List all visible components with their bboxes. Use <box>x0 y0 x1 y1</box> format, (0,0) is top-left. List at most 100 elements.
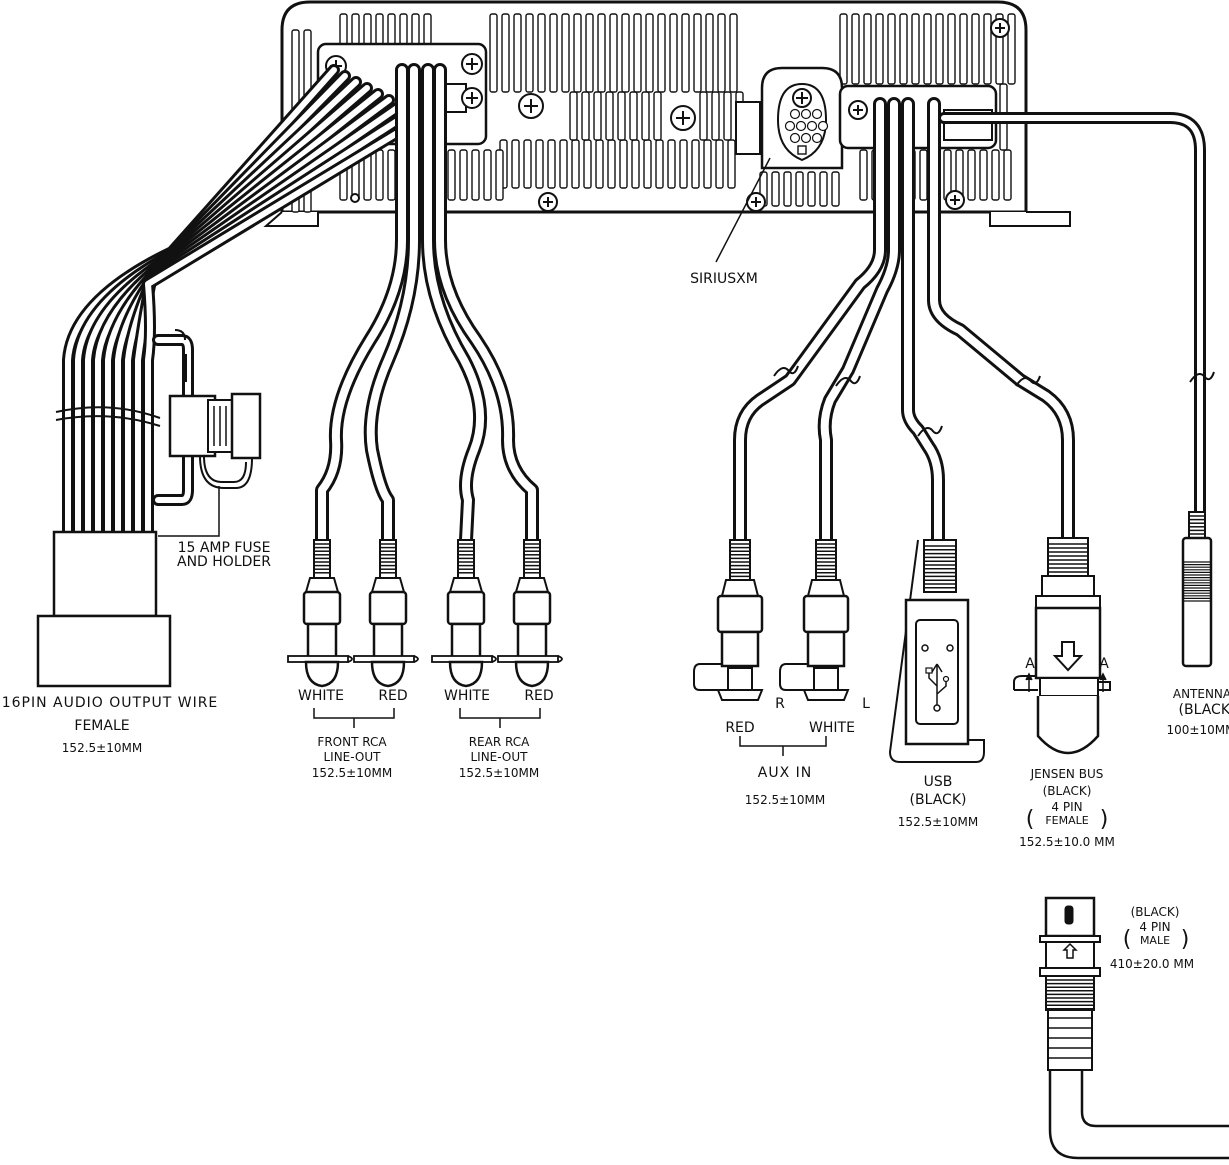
jbus-a-right: A <box>1099 656 1109 672</box>
fuse-wire <box>152 334 194 402</box>
front-rca-title: LINE-OUT <box>323 750 381 764</box>
fin <box>423 13 432 45</box>
rear-rca-bracket <box>459 708 541 728</box>
fin <box>525 13 534 93</box>
fin <box>653 91 662 141</box>
rca-plug-cap-strap <box>413 655 419 663</box>
harness-wire-bundle <box>55 64 428 538</box>
antenna-title: ANTENNA <box>1173 687 1229 701</box>
fin <box>597 13 606 93</box>
rca-plug-body <box>512 590 552 626</box>
break-mark <box>1015 375 1041 387</box>
fuse-wire <box>152 450 194 506</box>
fin <box>807 171 816 207</box>
aux-l-label: L <box>862 696 870 712</box>
harness-label: FEMALE <box>74 718 129 734</box>
screw-icon <box>518 93 544 119</box>
rca-wire <box>424 66 485 544</box>
fin <box>681 13 690 93</box>
fin <box>1007 13 1016 85</box>
fin <box>511 139 520 189</box>
aux-jack-cap <box>802 689 850 701</box>
rca-wire <box>366 66 418 544</box>
aux-in-jacks <box>693 539 850 701</box>
fin <box>693 13 702 93</box>
siriusxm-connector <box>760 66 844 170</box>
fin <box>839 13 848 85</box>
pin <box>811 108 823 120</box>
fin <box>923 13 932 85</box>
aux-jack-barrel <box>720 630 760 668</box>
svg-text:(: ( <box>1123 927 1132 952</box>
fin <box>375 149 384 201</box>
antenna-length: 100±10MM <box>1167 723 1229 737</box>
usb-wire <box>904 100 942 544</box>
fin <box>351 13 360 45</box>
break-mark <box>773 365 799 377</box>
male-length: 410±20.0 MM <box>1110 957 1194 971</box>
fin <box>991 149 1000 201</box>
fin <box>715 139 724 189</box>
fin <box>471 149 480 201</box>
pin <box>800 108 812 120</box>
rear-rca-length: 152.5±10MM <box>459 766 539 780</box>
fin <box>411 13 420 45</box>
fin <box>363 13 372 45</box>
usb-length: 152.5±10MM <box>898 815 978 829</box>
16pin-harness-connector <box>36 530 172 688</box>
screw-icon <box>538 192 558 212</box>
rca-wire <box>318 66 406 544</box>
fin <box>621 13 630 93</box>
fin <box>629 91 638 141</box>
front-red-label: RED <box>378 688 407 704</box>
screw-icon <box>461 53 483 75</box>
screw-icon <box>461 87 483 109</box>
fin <box>831 171 840 207</box>
fin <box>583 139 592 189</box>
siriusxm-leader <box>715 157 771 263</box>
front-rca-title: FRONT RCA <box>317 735 387 749</box>
fin <box>585 13 594 93</box>
aux-jack-boot <box>729 539 751 581</box>
fin <box>595 139 604 189</box>
fin <box>795 171 804 207</box>
jbus-a-left: A <box>1025 656 1035 672</box>
fuse-holder <box>168 329 262 489</box>
fin <box>641 91 650 141</box>
fin <box>887 13 896 85</box>
fin <box>523 139 532 189</box>
fin <box>723 91 732 141</box>
rca-plug-neck <box>514 577 550 593</box>
break-mark <box>1189 371 1215 383</box>
fin <box>717 13 726 93</box>
break-mark <box>835 375 861 387</box>
fin <box>911 13 920 85</box>
rca-plug-neck <box>448 577 484 593</box>
rca-plug-cap <box>370 660 406 688</box>
fin <box>959 13 968 85</box>
aux-white-wire <box>820 100 898 544</box>
fin <box>863 13 872 85</box>
screw-icon <box>990 18 1010 38</box>
fin <box>979 149 988 201</box>
fin <box>699 91 708 141</box>
male-boot <box>1047 1009 1093 1071</box>
pin <box>795 120 807 132</box>
pin <box>789 132 801 144</box>
fin <box>771 171 780 207</box>
rca-plug-cap <box>304 660 340 688</box>
aux-jack-strap <box>693 663 728 691</box>
aux-jack-neck <box>806 579 846 597</box>
fin <box>655 139 664 189</box>
fuse-label: 15 AMP FUSE <box>178 540 271 556</box>
fin <box>705 13 714 93</box>
jbus-length: 152.5±10.0 MM <box>1019 835 1115 849</box>
fin <box>679 139 688 189</box>
pin <box>784 120 796 132</box>
fuse-label: AND HOLDER <box>177 554 271 570</box>
rca-plug-body <box>368 590 408 626</box>
fin <box>819 171 828 207</box>
fin <box>399 13 408 45</box>
break-mark <box>917 425 943 437</box>
fin <box>609 13 618 93</box>
